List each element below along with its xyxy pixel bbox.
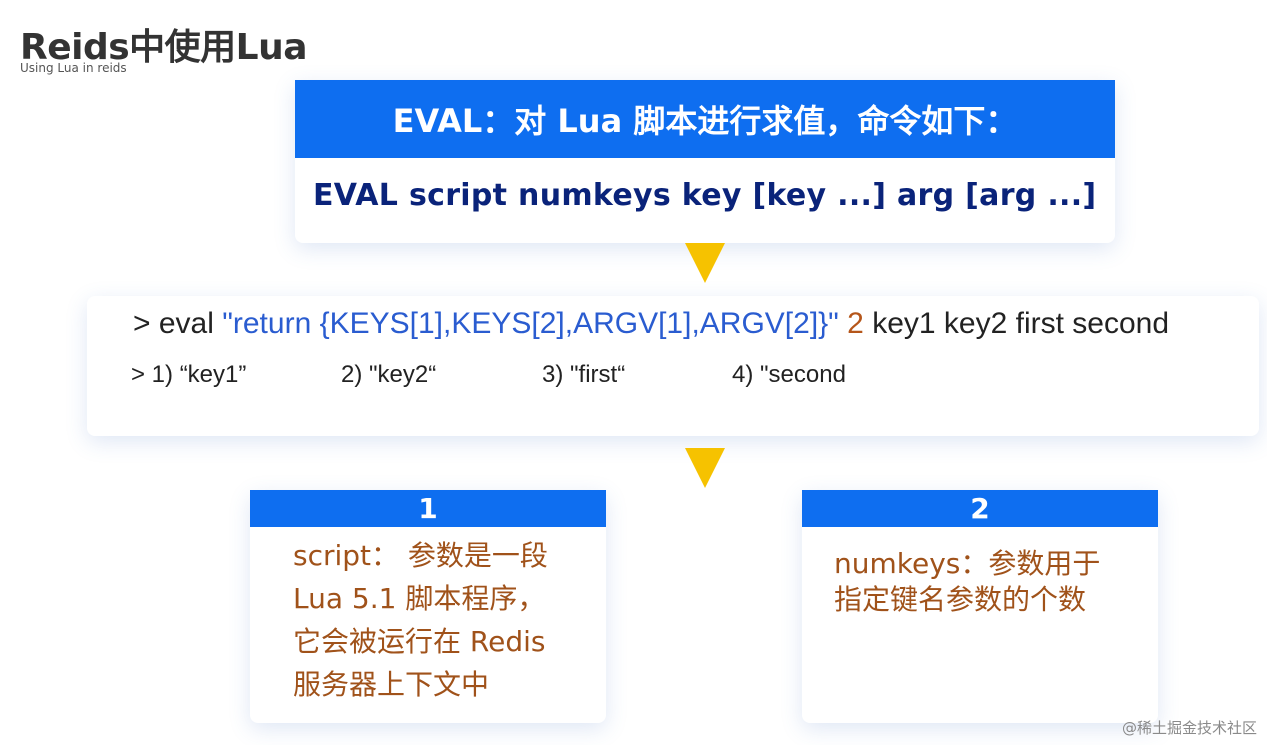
box-number: 2	[802, 490, 1158, 527]
result-item: 2) "key2“	[341, 361, 437, 388]
down-arrow-icon	[685, 243, 725, 283]
command-prompt: > eval	[133, 307, 223, 340]
box-text: numkeys：参数用于 指定键名参数的个数	[834, 547, 1101, 616]
box-text: script： 参数是一段 Lua 5.1 脚本程序， 它会被运行在 Redis…	[293, 539, 548, 701]
slide-title: Reids中使用Lua	[20, 27, 308, 68]
eval-card-header: EVAL：对 Lua 脚本进行求值，命令如下：	[295, 80, 1115, 158]
down-arrow-icon	[685, 448, 725, 488]
result-item: 3) "first“	[542, 361, 626, 388]
command-line: > eval "return {KEYS[1],KEYS[2],ARGV[1],…	[133, 307, 1169, 341]
command-script-string: "return {KEYS[1],KEYS[2],ARGV[1],ARGV[2]…	[222, 307, 839, 340]
explanation-box-numkeys: 2 numkeys：参数用于 指定键名参数的个数	[802, 490, 1158, 723]
eval-card: EVAL：对 Lua 脚本进行求值，命令如下： EVAL script numk…	[295, 80, 1115, 243]
result-item: > 1) “key1”	[131, 361, 247, 388]
result-item: 4) "second	[732, 361, 846, 388]
eval-syntax: EVAL script numkeys key [key ...] arg [a…	[313, 178, 1097, 213]
command-example-card: > eval "return {KEYS[1],KEYS[2],ARGV[1],…	[87, 296, 1259, 436]
slide-subtitle: Using Lua in reids	[20, 61, 127, 75]
watermark: @稀土掘金技术社区	[1121, 719, 1257, 737]
explanation-box-script: 1 script： 参数是一段 Lua 5.1 脚本程序， 它会被运行在 Red…	[250, 490, 606, 723]
box-number: 1	[250, 490, 606, 527]
command-args: key1 key2 first second	[863, 307, 1170, 340]
command-numkeys: 2	[838, 307, 864, 340]
